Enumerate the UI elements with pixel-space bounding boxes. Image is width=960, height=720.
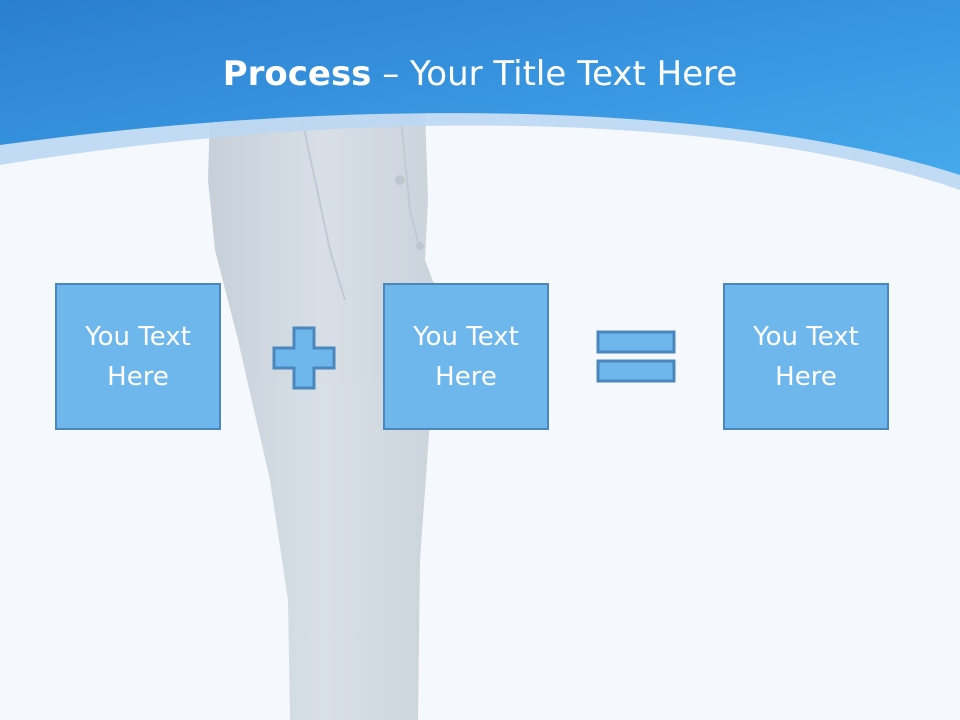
title-bold: Process — [222, 54, 372, 94]
person-silhouette — [208, 109, 440, 720]
slide-title: Process – Your Title Text Here — [0, 52, 960, 96]
process-box-2[interactable]: You Text Here — [383, 283, 549, 430]
process-box-3[interactable]: You Text Here — [723, 283, 889, 430]
process-box-1[interactable]: You Text Here — [55, 283, 221, 430]
process-box-3-text: You Text Here — [753, 321, 859, 392]
process-box-2-text: You Text Here — [413, 321, 519, 392]
plus-icon — [272, 326, 336, 390]
title-rest: – Your Title Text Here — [371, 54, 738, 94]
process-box-1-text: You Text Here — [85, 321, 191, 392]
equals-icon — [596, 330, 676, 383]
